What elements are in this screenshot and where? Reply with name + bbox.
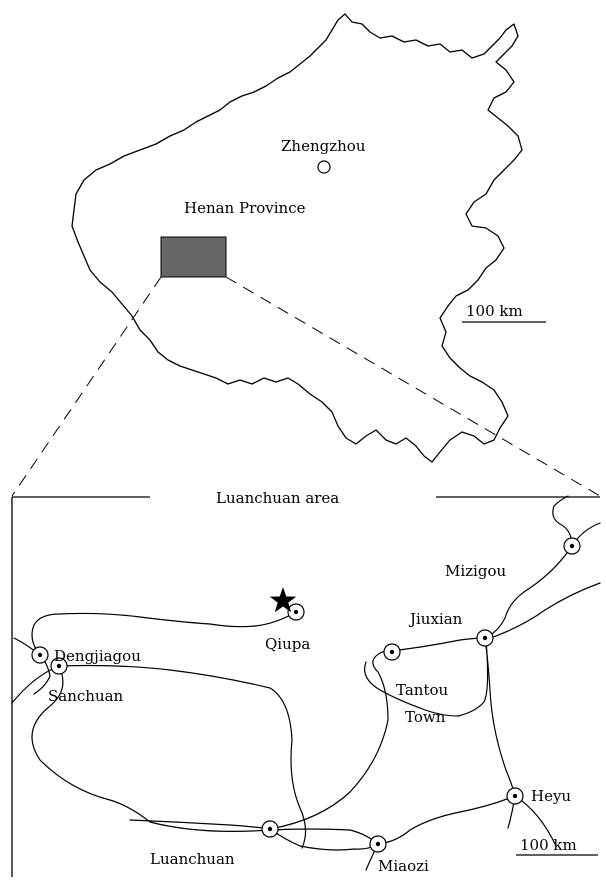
marker-jiuxian	[476, 629, 494, 647]
road-sanchuan-east	[58, 664, 307, 849]
label-sanchuan: Sanchuan	[48, 687, 124, 705]
marker-sanchuan	[50, 657, 68, 675]
detail-title: Luanchuan area	[216, 489, 339, 507]
road-dengjiagou-west	[13, 637, 51, 695]
henan-province-outline	[71, 13, 523, 463]
road-heyu-miaozi	[377, 795, 516, 845]
label-jiuxian: Jiuxian	[408, 610, 463, 628]
road-tantou-heyu	[364, 639, 489, 717]
road-southern-loop	[31, 665, 379, 845]
place-markers	[31, 537, 581, 853]
road-network	[11, 495, 601, 871]
label-miaozi: Miaozi	[378, 857, 429, 875]
road-jiuxian-east	[484, 582, 601, 641]
zhengzhou-marker	[317, 160, 331, 174]
road-jiuxian-heyu	[484, 637, 516, 797]
road-mizigou-north	[552, 495, 573, 547]
marker-luanchuan	[261, 820, 279, 838]
marker-qiupa	[287, 603, 305, 621]
marker-dengjiagou	[31, 646, 49, 664]
label-mizigou: Mizigou	[445, 562, 506, 580]
province-label: Henan Province	[184, 199, 306, 217]
study-area-box	[160, 236, 227, 278]
label-qiupa: Qiupa	[265, 635, 310, 653]
marker-mizigou	[563, 537, 581, 555]
road-center-north	[269, 637, 486, 830]
label-tantou: Tantou	[396, 681, 449, 699]
marker-tantou	[383, 643, 401, 661]
label-heyu: Heyu	[531, 787, 571, 805]
road-jiuxian-mizigou	[484, 545, 573, 639]
label-dengjiagou: Dengjiagou	[54, 647, 141, 665]
marker-heyu	[506, 787, 524, 805]
capital-label: Zhengzhou	[281, 137, 366, 155]
detail-scale-label: 100 km	[520, 836, 577, 854]
province-scale-label: 100 km	[466, 302, 523, 320]
label-town: Town	[405, 708, 446, 726]
connector-line-left	[11, 276, 162, 497]
connector-line-right	[225, 276, 601, 497]
star-icon	[269, 587, 297, 613]
marker-miaozi	[369, 835, 387, 853]
road-north	[31, 611, 297, 656]
road-lower-south	[129, 819, 379, 851]
label-luanchuan: Luanchuan	[150, 850, 235, 868]
